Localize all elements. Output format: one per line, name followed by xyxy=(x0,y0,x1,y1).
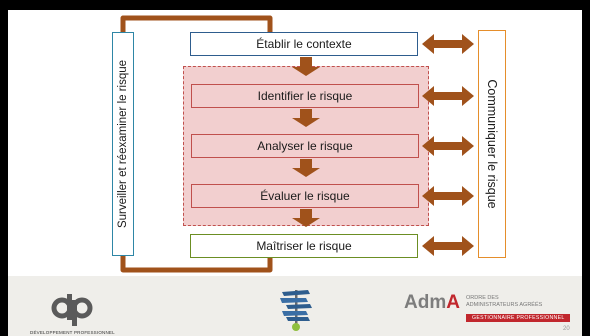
diagram-arrows xyxy=(292,34,474,256)
establish-context-box: Établir le contexte xyxy=(190,32,418,56)
adma-brand-accent: A xyxy=(446,292,460,313)
down-arrow-4 xyxy=(292,209,320,227)
adma-logo-icon: AdmA ORDRE DES ADMINISTRATEURS AGRÉÉS GE… xyxy=(404,292,574,328)
analyze-risk-box: Analyser le risque xyxy=(191,134,419,158)
signpost-icon xyxy=(280,290,312,331)
slide: Surveiller et réexaminer le risque Commu… xyxy=(8,10,582,336)
identify-risk-box: Identifier le risque xyxy=(191,84,419,108)
adma-line-1: ORDRE DES xyxy=(466,295,499,301)
adma-brand-word: Adm xyxy=(404,292,447,313)
double-arrow-analyze xyxy=(422,136,474,156)
double-arrow-establish xyxy=(422,34,474,54)
adma-brand: AdmA xyxy=(404,292,460,314)
page-number: 20 xyxy=(563,326,570,332)
evaluate-risk-box: Évaluer le risque xyxy=(191,184,419,208)
dp-logo-text: DÉVELOPPEMENT PROFESSIONNEL xyxy=(30,330,115,335)
monitor-loop-bottom xyxy=(120,256,273,273)
double-arrow-identify xyxy=(422,86,474,106)
adma-line-2: ADMINISTRATEURS AGRÉÉS xyxy=(466,302,543,308)
monitor-box: Surveiller et réexaminer le risque xyxy=(112,32,134,256)
down-arrow-1 xyxy=(292,57,320,76)
diagram-connectors xyxy=(120,15,273,273)
treat-risk-box: Maîtriser le risque xyxy=(190,234,418,258)
monitor-loop-top xyxy=(120,15,273,32)
adma-tag-bar xyxy=(466,314,570,322)
down-arrow-3 xyxy=(292,159,320,177)
communicate-box: Communiquer le risque xyxy=(478,30,506,258)
double-arrow-evaluate xyxy=(422,186,474,206)
double-arrow-treat xyxy=(422,236,474,256)
adma-tagline: GESTIONNAIRE PROFESSIONNEL xyxy=(472,315,565,321)
down-arrow-2 xyxy=(292,109,320,127)
dp-logo-icon xyxy=(51,294,93,326)
